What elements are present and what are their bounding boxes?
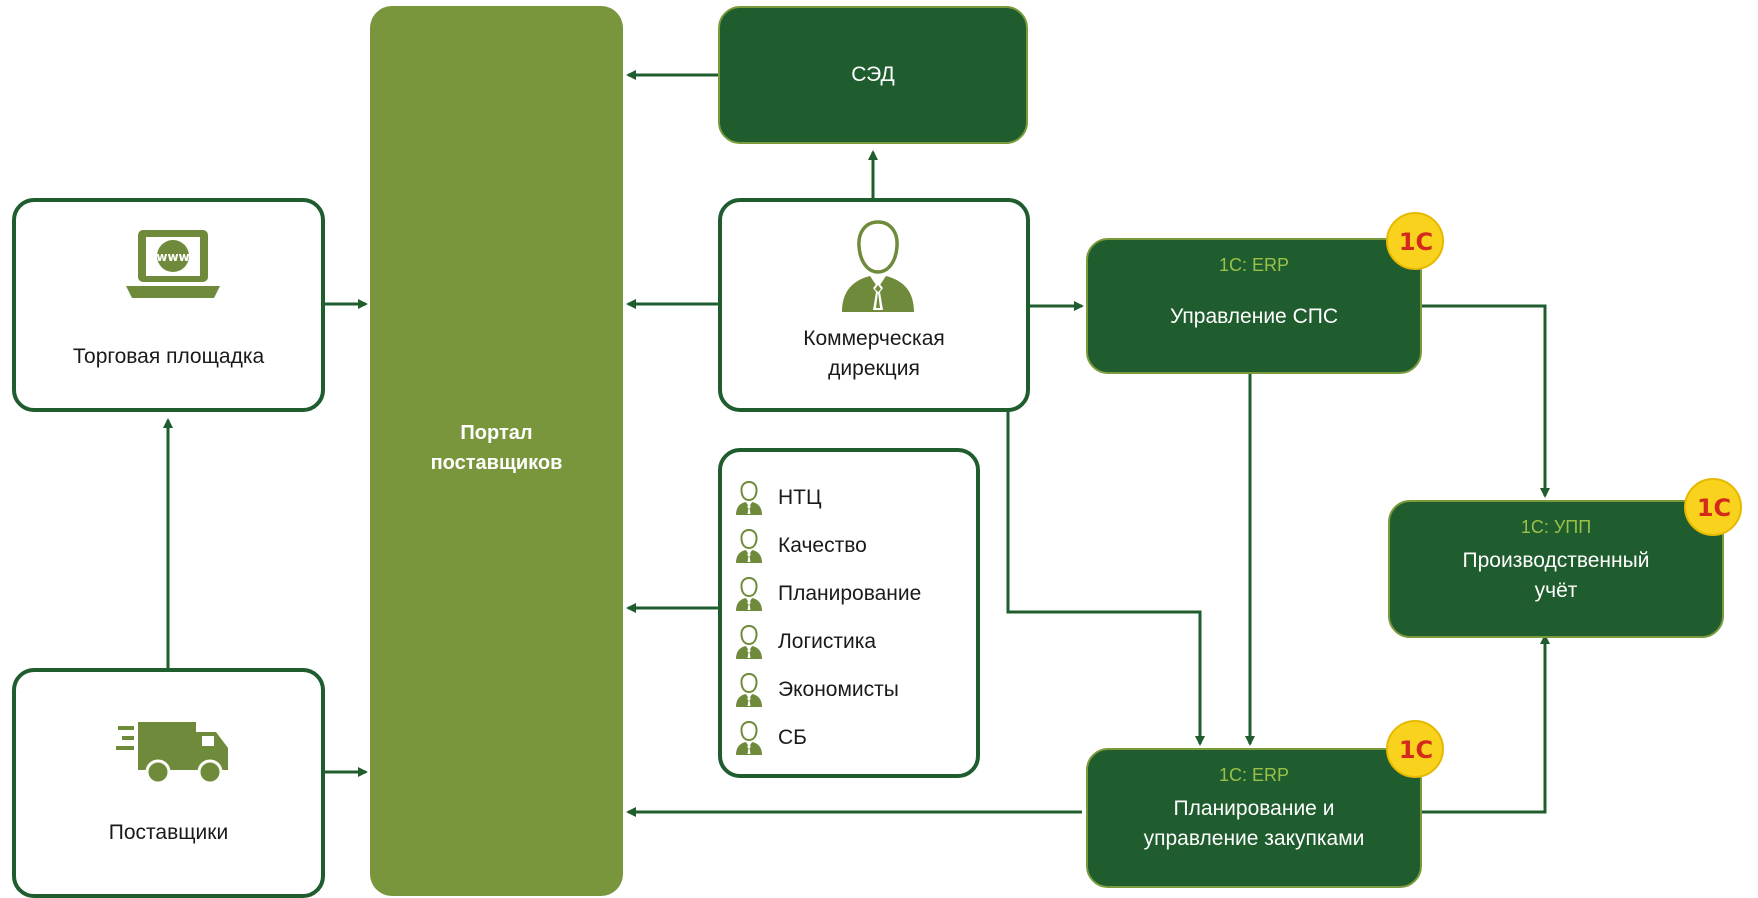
erp-purchase-label: Планирование и управление закупками bbox=[1143, 797, 1365, 850]
department-item: Экономисты bbox=[734, 666, 921, 714]
erp-sps-system: 1С: ERP bbox=[1218, 255, 1290, 275]
person-icon bbox=[736, 480, 762, 515]
supplier-portal-node: Портал поставщиков bbox=[370, 6, 623, 896]
person-icon bbox=[736, 528, 762, 563]
svg-text:1С: 1С bbox=[1697, 494, 1731, 522]
person-icon bbox=[736, 624, 762, 659]
trading-platform-label: Торговая площадка bbox=[72, 345, 265, 368]
svg-text:1С: 1С bbox=[1399, 228, 1433, 256]
commercial-directorate-label: Коммерческая дирекция bbox=[803, 327, 945, 380]
person-icon bbox=[736, 576, 762, 611]
department-label: Планирование bbox=[778, 582, 922, 605]
supplier-portal-label: Портал поставщиков bbox=[430, 422, 563, 474]
arrow-erp-purchase-to-upp bbox=[1412, 634, 1550, 814]
commercial-directorate-node: Коммерческая дирекция bbox=[718, 198, 1030, 412]
upp-label: Производственный учёт bbox=[1462, 549, 1650, 602]
department-label: Качество bbox=[778, 534, 867, 557]
svg-text:www: www bbox=[156, 250, 189, 264]
department-label: СБ bbox=[778, 726, 807, 749]
upp-node: 1С: УПП Производственный учёт bbox=[1388, 500, 1724, 638]
upp-system: 1С: УПП bbox=[1520, 517, 1592, 537]
delivery-truck-icon bbox=[116, 722, 228, 785]
1c-logo-icon: 1С bbox=[1386, 720, 1444, 778]
arrow-erp-sps-to-upp bbox=[1412, 304, 1550, 498]
suppliers-label: Поставщики bbox=[108, 821, 229, 844]
department-label: НТЦ bbox=[778, 486, 822, 509]
trading-platform-node: www Торговая площадка bbox=[12, 198, 325, 412]
1c-logo-icon: 1С bbox=[1386, 212, 1444, 270]
sed-label: СЭД bbox=[851, 63, 895, 86]
erp-sps-label: Управление СПС bbox=[1170, 305, 1338, 328]
businessman-icon bbox=[842, 220, 914, 312]
suppliers-node: Поставщики bbox=[12, 668, 325, 898]
erp-purchase-system: 1С: ERP bbox=[1218, 765, 1290, 785]
sed-node: СЭД bbox=[718, 6, 1028, 144]
department-item: Качество bbox=[734, 522, 921, 570]
laptop-www-icon: www bbox=[126, 230, 220, 298]
department-label: Экономисты bbox=[778, 678, 899, 701]
person-icon bbox=[736, 720, 762, 755]
department-item: НТЦ bbox=[734, 474, 921, 522]
1c-logo-icon: 1С bbox=[1684, 478, 1742, 536]
person-icon bbox=[736, 672, 762, 707]
department-label: Логистика bbox=[778, 630, 877, 653]
department-item: Логистика bbox=[734, 618, 921, 666]
department-item: Планирование bbox=[734, 570, 921, 618]
svg-text:1С: 1С bbox=[1399, 736, 1433, 764]
department-item: СБ bbox=[734, 714, 921, 762]
arrow-commercial-to-erp-purchase bbox=[1006, 412, 1205, 746]
erp-purchase-node: 1С: ERP Планирование и управление закупк… bbox=[1086, 748, 1422, 888]
erp-sps-node: 1С: ERP Управление СПС bbox=[1086, 238, 1422, 374]
